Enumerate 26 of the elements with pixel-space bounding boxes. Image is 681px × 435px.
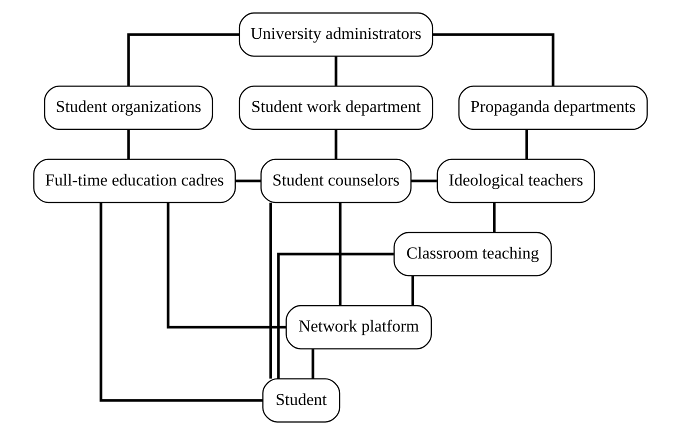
- connector: [269, 202, 272, 379]
- connector: [235, 180, 261, 182]
- connector: [411, 180, 437, 182]
- node-box: Ideological teachers: [436, 158, 596, 204]
- connector: [525, 130, 528, 159]
- connector: [100, 202, 263, 402]
- connector: [127, 130, 130, 159]
- connector: [334, 130, 338, 159]
- node-box: Student: [262, 378, 340, 423]
- connector: [492, 202, 496, 232]
- node-box: Propaganda departments: [458, 86, 648, 130]
- node-box: University administrators: [238, 12, 434, 57]
- connector: [127, 33, 240, 86]
- connector: [432, 33, 554, 86]
- connector: [312, 349, 314, 378]
- connector: [334, 56, 338, 86]
- node-box: Student organizations: [44, 86, 214, 130]
- node-box: Network platform: [286, 305, 432, 350]
- node-box: Full-time education cadres: [33, 158, 236, 204]
- node-box: Student work department: [238, 86, 434, 130]
- connector: [166, 202, 286, 329]
- connector: [338, 202, 342, 306]
- connector: [411, 276, 414, 306]
- node-box: Student counselors: [260, 158, 412, 204]
- connector: [277, 252, 394, 379]
- node-box: Classroom teaching: [394, 232, 552, 276]
